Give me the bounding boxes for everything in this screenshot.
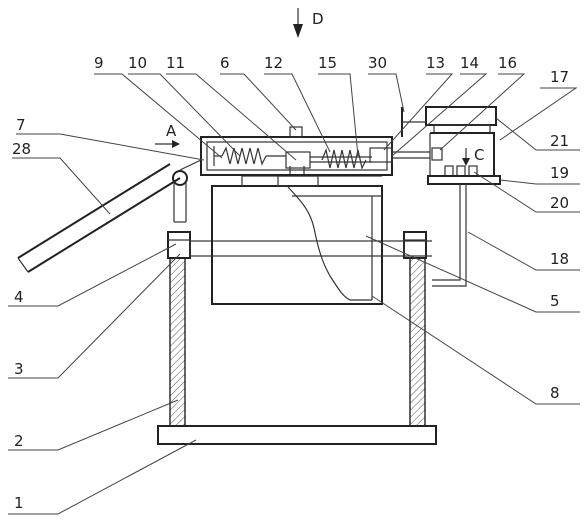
drum-body xyxy=(211,185,383,305)
slider-block xyxy=(285,151,311,169)
callout-15: 15 xyxy=(318,54,337,72)
chute xyxy=(17,163,188,273)
callout-14: 14 xyxy=(460,54,479,72)
component-a xyxy=(444,165,454,177)
shaft xyxy=(189,240,405,257)
upper-housing xyxy=(200,136,393,176)
cylinder-bracket xyxy=(433,124,491,134)
callout-5: 5 xyxy=(550,292,560,310)
callout-4: 4 xyxy=(14,288,24,306)
callout-18: 18 xyxy=(550,250,569,268)
callouts: 7 28 4 3 2 1 9 10 11 6 12 15 30 13 14 16 xyxy=(8,54,580,515)
callout-2: 2 xyxy=(14,432,24,450)
view-arrow-d: D xyxy=(293,8,324,38)
support-column xyxy=(277,175,319,187)
housing-inner xyxy=(206,141,388,171)
right-leg xyxy=(409,257,426,427)
callout-21: 21 xyxy=(550,132,569,150)
view-label-d: D xyxy=(312,10,324,28)
callout-19: 19 xyxy=(550,164,569,182)
callout-1: 1 xyxy=(14,494,24,512)
section-label-c: C xyxy=(474,146,484,164)
section-label-a: A xyxy=(166,122,177,140)
callout-11: 11 xyxy=(166,54,185,72)
right-frame xyxy=(430,132,495,175)
callout-28: 28 xyxy=(12,140,31,158)
break-line xyxy=(287,186,372,301)
component-b xyxy=(456,165,466,177)
callout-17: 17 xyxy=(550,68,569,86)
callout-12: 12 xyxy=(264,54,283,72)
callout-3: 3 xyxy=(14,360,24,378)
top-knob xyxy=(289,126,303,138)
right-spring xyxy=(321,147,367,170)
component-c xyxy=(468,165,478,177)
left-spring xyxy=(221,146,267,166)
callout-13: 13 xyxy=(426,54,445,72)
callout-6: 6 xyxy=(220,54,230,72)
callout-9: 9 xyxy=(94,54,104,72)
section-arrow-a: A xyxy=(155,122,180,148)
callout-16: 16 xyxy=(498,54,517,72)
callout-20: 20 xyxy=(550,194,569,212)
left-bearing-seat xyxy=(167,231,191,259)
valve-unit xyxy=(431,147,443,161)
callout-30: 30 xyxy=(368,54,387,72)
callout-8: 7 xyxy=(16,116,26,134)
rod-end-piece xyxy=(369,147,393,163)
mount-plate xyxy=(427,175,501,185)
pipe xyxy=(432,184,461,281)
callout-7: 8 xyxy=(550,384,560,402)
base-plate xyxy=(157,425,437,445)
left-leg xyxy=(169,257,186,427)
cylinder xyxy=(425,106,497,126)
section-arrow-c: C xyxy=(462,146,484,166)
callout-10: 10 xyxy=(128,54,147,72)
